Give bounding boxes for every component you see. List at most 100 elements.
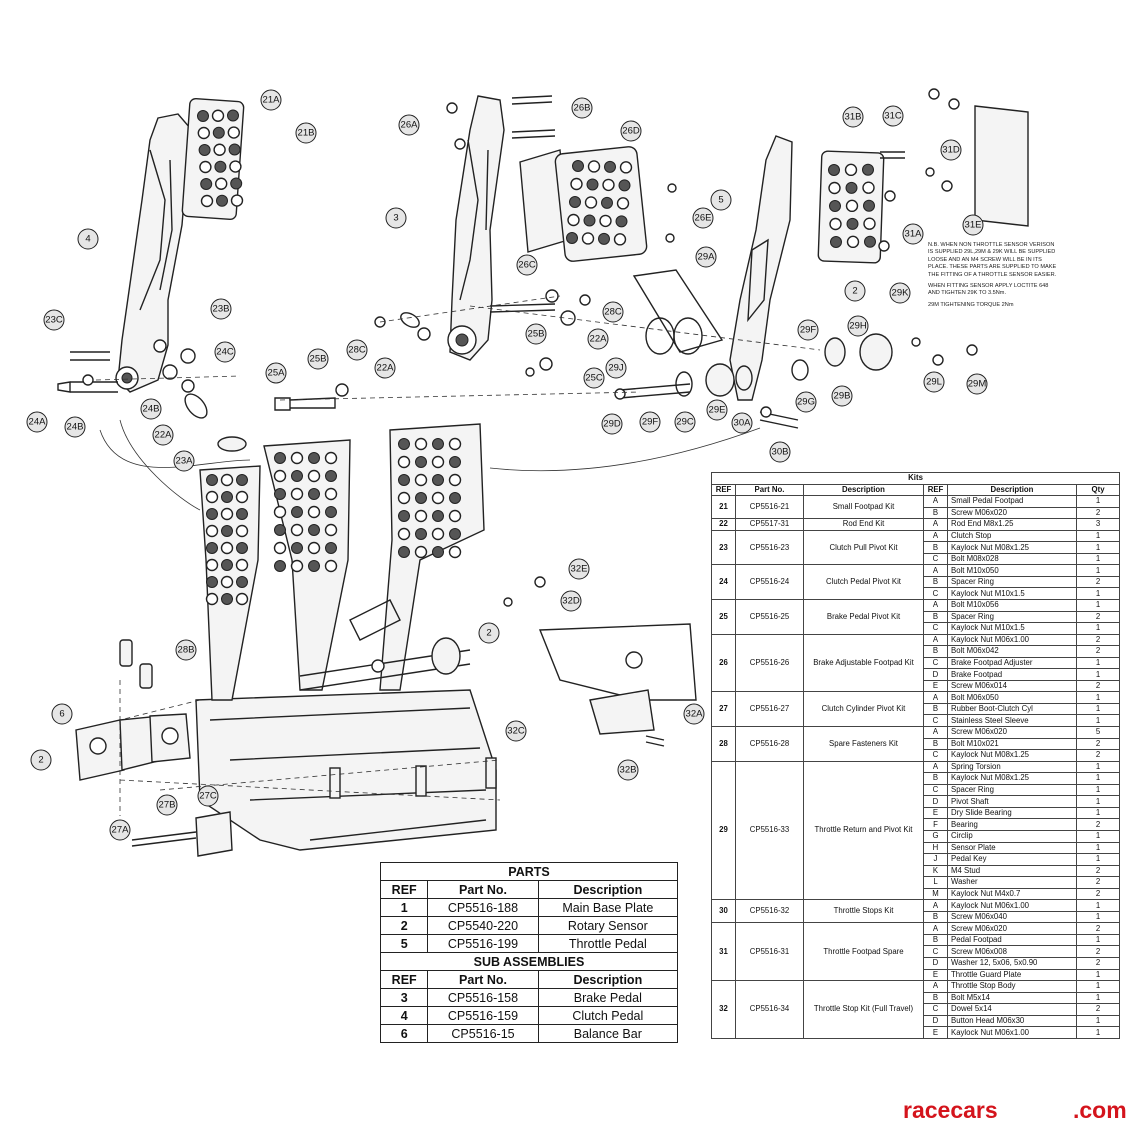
callout-24c: 24C bbox=[214, 341, 236, 363]
svg-text:23B: 23B bbox=[213, 304, 230, 315]
footpad-hole bbox=[236, 474, 248, 486]
kit-description: Throttle Stop Kit (Full Travel) bbox=[803, 980, 924, 1039]
kit-item-description: Dry Slide Bearing bbox=[947, 806, 1077, 820]
footpad-hole bbox=[325, 470, 337, 482]
svg-text:24A: 24A bbox=[29, 417, 47, 428]
footpad-hole bbox=[199, 160, 212, 174]
svg-text:26A: 26A bbox=[401, 120, 419, 131]
kit-description: Clutch Pull Pivot Kit bbox=[803, 529, 924, 566]
kit-ref: 29 bbox=[711, 760, 736, 901]
svg-text:27A: 27A bbox=[112, 825, 130, 836]
footpad-hole bbox=[214, 160, 227, 173]
footpad-hole bbox=[846, 235, 860, 249]
callout-28c: 28C bbox=[602, 301, 624, 323]
svg-text:32D: 32D bbox=[562, 596, 580, 607]
assembled-pedal-box-drawing bbox=[75, 423, 697, 857]
kit-item-description: Washer 12, 5x06, 5x0.90 bbox=[947, 956, 1077, 970]
footpad-hole bbox=[397, 527, 411, 541]
footpad-hole bbox=[198, 144, 211, 156]
kit-item-ref: A bbox=[923, 518, 948, 531]
kit-description: Small Footpad Kit bbox=[803, 495, 924, 520]
callout-3: 3 bbox=[385, 207, 407, 229]
kit-item-description: Throttle Stop Body bbox=[947, 980, 1077, 993]
footpad-hole bbox=[227, 126, 241, 139]
parts-description: Balance Bar bbox=[537, 1024, 679, 1043]
callout-25c: 25C bbox=[583, 367, 605, 389]
parts-ref: 5 bbox=[379, 934, 429, 953]
footpad-hole bbox=[828, 164, 840, 176]
kit-item-ref: A bbox=[923, 529, 948, 543]
callout-26b: 26B bbox=[571, 97, 593, 119]
svg-text:31B: 31B bbox=[845, 112, 862, 123]
kit-item-description: Bearing bbox=[947, 818, 1077, 831]
svg-text:32C: 32C bbox=[507, 726, 525, 737]
footpad-hole bbox=[569, 196, 581, 208]
footpad-hole bbox=[197, 126, 211, 140]
kit-item-ref: K bbox=[923, 864, 948, 878]
callout-29b: 29B bbox=[831, 385, 853, 407]
kit-item-ref: C bbox=[923, 622, 948, 635]
kit-item-qty: 1 bbox=[1075, 783, 1121, 797]
footpad-hole bbox=[216, 194, 228, 207]
kits-header-cell: REF bbox=[711, 483, 736, 497]
callout-28b: 28B bbox=[175, 639, 197, 661]
racecars-logo[interactable]: racecars .com bbox=[903, 1097, 1127, 1124]
kit-item-qty: 2 bbox=[1075, 633, 1121, 647]
kit-item-ref: B bbox=[923, 933, 948, 947]
callout-32c: 32C bbox=[505, 720, 527, 742]
kit-item-qty: 2 bbox=[1075, 956, 1121, 970]
callout-26a: 26A bbox=[398, 114, 420, 136]
callout-24b: 24B bbox=[140, 398, 162, 420]
footpad-hole bbox=[449, 528, 461, 540]
svg-text:31E: 31E bbox=[965, 220, 982, 231]
kit-item-qty: 1 bbox=[1075, 853, 1121, 866]
kit-item-qty: 2 bbox=[1075, 1003, 1121, 1016]
kit-item-ref: C bbox=[923, 783, 948, 797]
footpad-hole bbox=[290, 451, 304, 465]
kit-item-ref: A bbox=[923, 599, 948, 612]
footpad-hole bbox=[235, 490, 249, 504]
footpad-hole bbox=[324, 523, 338, 537]
parts-description: Throttle Pedal bbox=[537, 934, 679, 953]
svg-text:21B: 21B bbox=[298, 128, 315, 139]
kit-item-description: Bolt M10x050 bbox=[947, 564, 1077, 577]
svg-text:22A: 22A bbox=[590, 334, 608, 345]
footpad-hole bbox=[448, 545, 462, 559]
callout-2: 2 bbox=[30, 749, 52, 771]
parts-title: PARTS bbox=[380, 862, 678, 881]
kit-item-description: Bolt M06x050 bbox=[947, 691, 1077, 704]
kit-item-description: Kaylock Nut M06x1.00 bbox=[947, 633, 1077, 647]
kit-ref: 27 bbox=[711, 691, 736, 728]
svg-text:2: 2 bbox=[486, 628, 491, 639]
svg-text:25C: 25C bbox=[585, 373, 603, 384]
kit-item-ref: C bbox=[923, 945, 948, 958]
svg-text:26B: 26B bbox=[574, 103, 591, 114]
kits-header-cell: Description bbox=[947, 483, 1077, 497]
kit-item-description: Bolt M10x056 bbox=[947, 599, 1077, 612]
kit-item-ref: G bbox=[923, 829, 948, 843]
footpad-hole bbox=[220, 473, 234, 487]
svg-text:22A: 22A bbox=[377, 363, 395, 374]
footpad-hole bbox=[324, 487, 338, 501]
kit-item-qty: 1 bbox=[1075, 564, 1121, 577]
footpad-hole bbox=[206, 576, 218, 588]
callout-23c: 23C bbox=[43, 309, 65, 331]
kit-item-description: Circlip bbox=[947, 829, 1077, 843]
callout-24b: 24B bbox=[64, 416, 86, 438]
footpad-hole bbox=[212, 126, 225, 139]
kit-item-description: Bolt M5x14 bbox=[947, 991, 1077, 1005]
footpad-hole bbox=[414, 545, 428, 559]
